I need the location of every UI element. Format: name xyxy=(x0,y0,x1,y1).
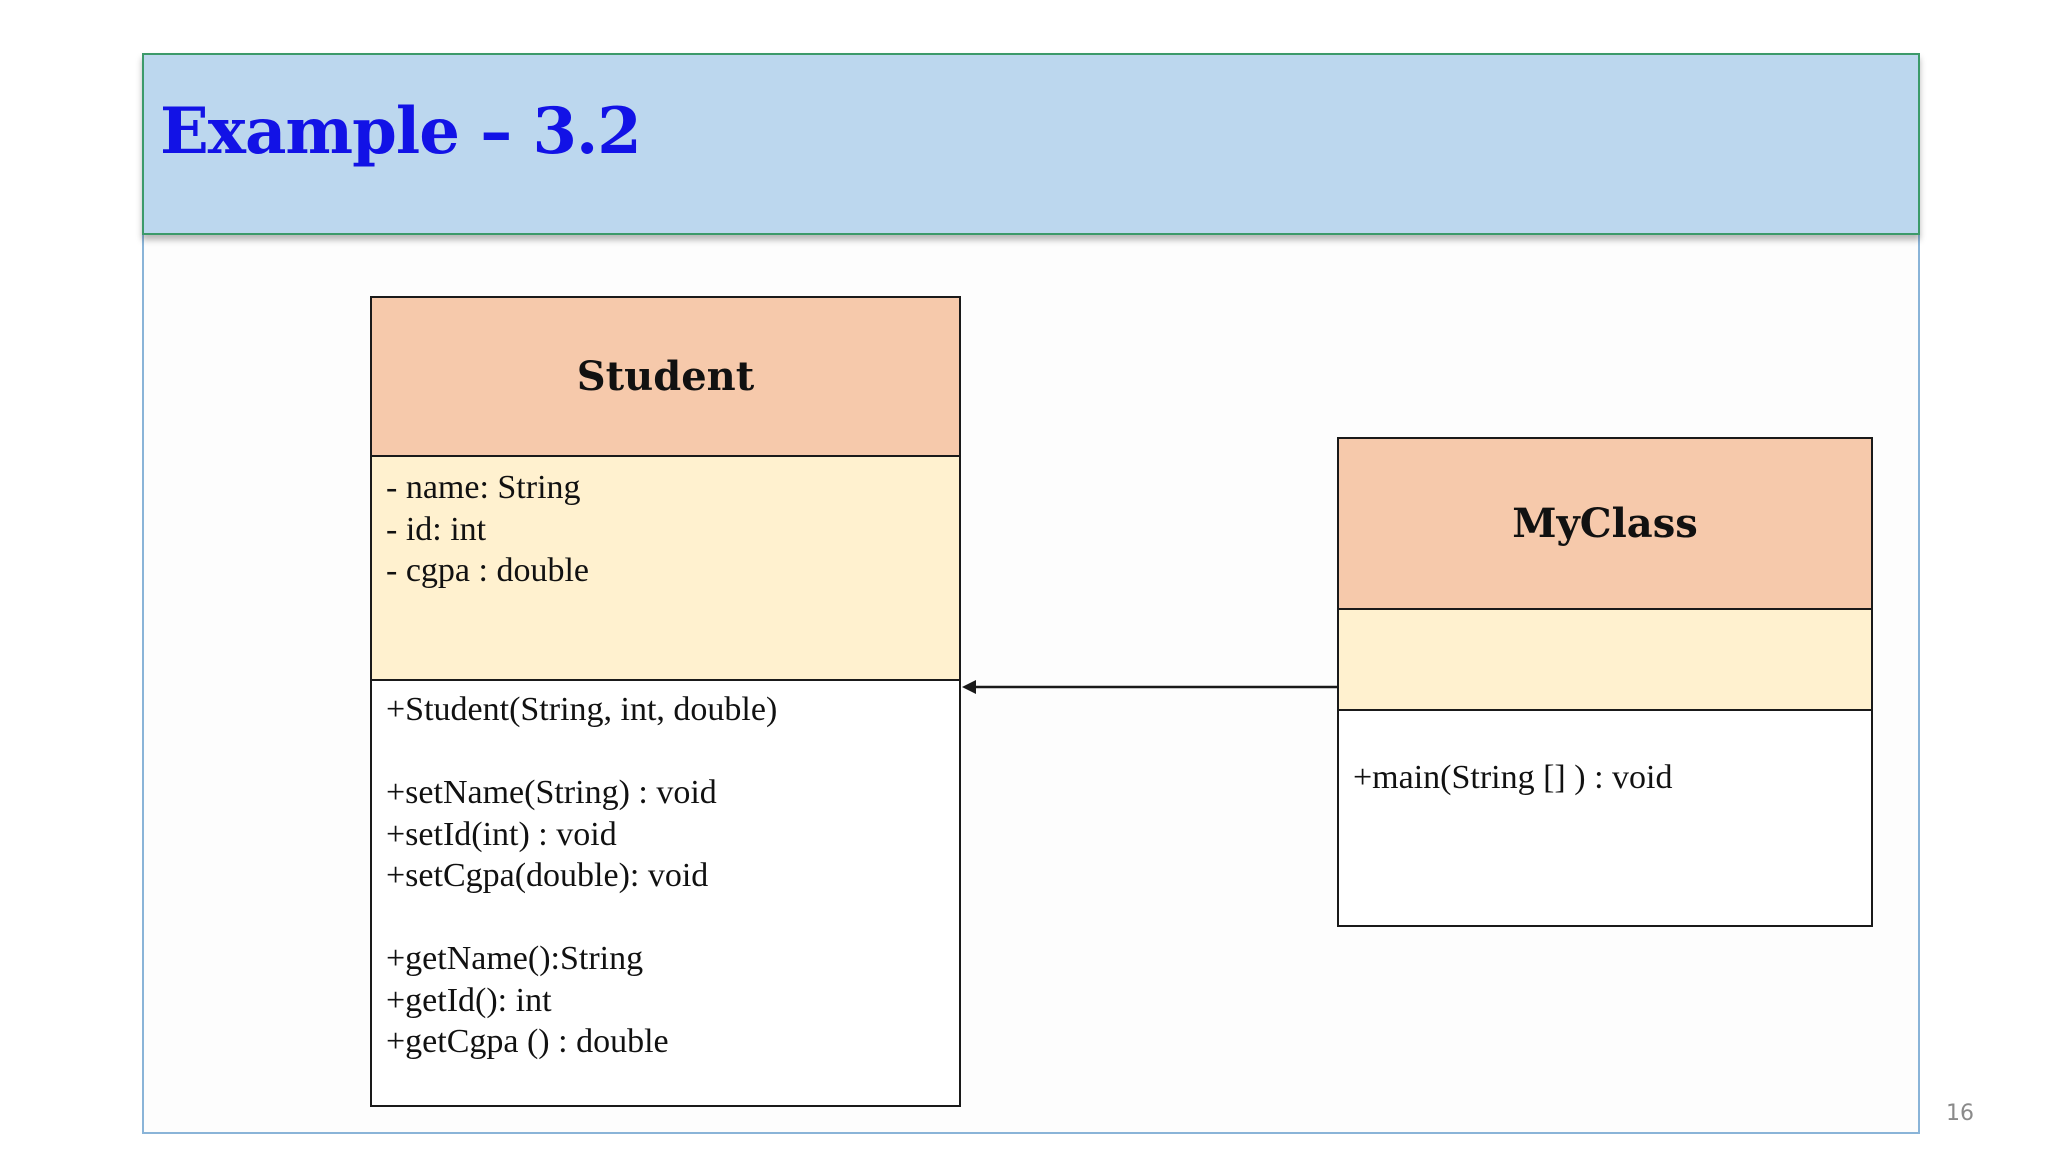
class-name-myclass: MyClass xyxy=(1512,500,1698,547)
uml-class-myclass: MyClass +main(String [] ) : void xyxy=(1337,437,1873,927)
attribute-cgpa: - cgpa : double xyxy=(386,552,589,589)
class-methods-myclass: +main(String [] ) : void xyxy=(1339,711,1871,799)
class-attributes-student: - name: String - id: int - cgpa : double xyxy=(372,457,959,681)
page-number: 16 xyxy=(1946,1101,1974,1126)
method-set-id: +setId(int) : void xyxy=(386,815,617,853)
method-get-id: +getId(): int xyxy=(386,981,552,1019)
uml-class-student: Student - name: String - id: int - cgpa … xyxy=(370,296,961,1107)
class-header-student: Student xyxy=(372,298,959,457)
class-methods-student: +Student(String, int, double) +setName(S… xyxy=(372,681,959,1063)
method-constructor: +Student(String, int, double) xyxy=(386,691,778,728)
method-set-cgpa: +setCgpa(double): void xyxy=(386,857,709,894)
method-get-cgpa: +getCgpa () : double xyxy=(386,1023,669,1060)
method-spacer xyxy=(386,731,959,773)
class-attributes-myclass xyxy=(1339,610,1871,711)
method-spacer xyxy=(386,897,959,939)
title-banner: Example – 3.2 xyxy=(142,53,1920,235)
attribute-name: - name: String xyxy=(386,469,581,506)
method-main: +main(String [] ) : void xyxy=(1353,759,1673,796)
slide-title: Example – 3.2 xyxy=(160,94,642,169)
class-header-myclass: MyClass xyxy=(1339,439,1871,610)
attribute-id: - id: int xyxy=(386,510,487,548)
class-name-student: Student xyxy=(576,353,755,400)
method-get-name: +getName():String xyxy=(386,940,644,977)
method-set-name: +setName(String) : void xyxy=(386,774,717,811)
